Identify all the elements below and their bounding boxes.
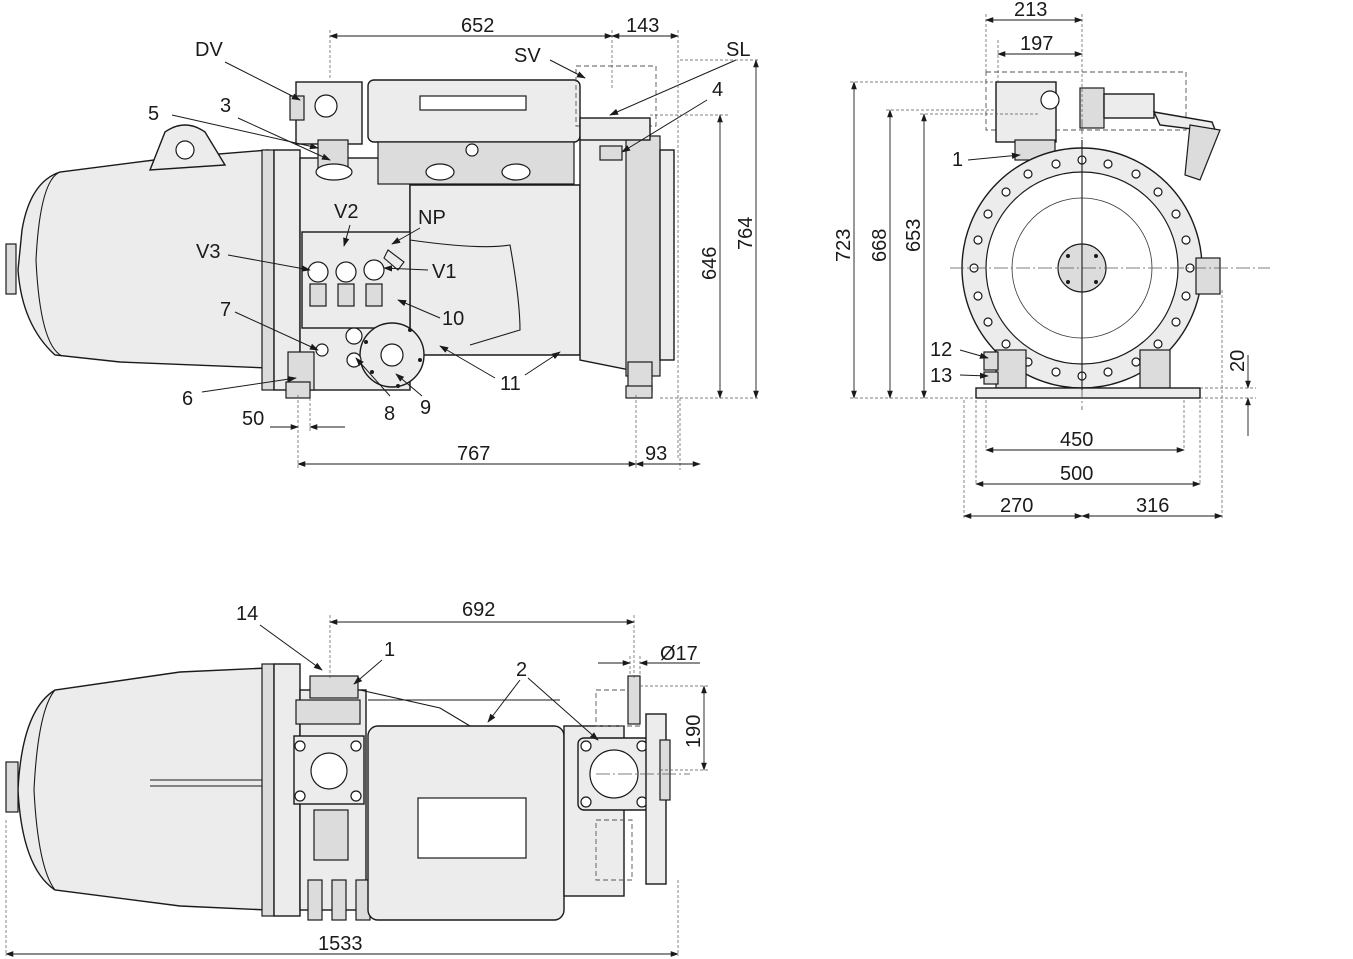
- label-v3: V3: [196, 241, 220, 263]
- dim-450: 450: [1060, 429, 1093, 451]
- side-view-dimensions: 213 197 723 668 653 20 450 500 270 316: [833, 0, 1256, 520]
- side-base: [975, 387, 1201, 399]
- label-10: 10: [442, 308, 464, 330]
- side-view-leaders: [959, 152, 1021, 379]
- dim-20: 20: [1227, 350, 1249, 372]
- dim-316: 316: [1136, 495, 1169, 517]
- dim-50: 50: [242, 408, 264, 430]
- dim-197: 197: [1020, 33, 1053, 55]
- label-11: 11: [500, 373, 521, 395]
- label-14: 14: [236, 603, 258, 625]
- front-motor-housing: [17, 149, 269, 369]
- label-sv: SV: [514, 45, 541, 67]
- side-view: [950, 71, 1270, 410]
- dim-93: 93: [645, 443, 667, 465]
- top-motor-housing: [17, 667, 269, 911]
- label-2: 2: [516, 659, 527, 681]
- flange-bolts: [969, 155, 1195, 381]
- label-v2: V2: [334, 201, 358, 223]
- front-view-labels: DV SV SL 5 3 4 V2 NP V3 V1 7 10 11 6 8 9: [148, 39, 750, 425]
- label-dv: DV: [195, 39, 223, 61]
- front-view-dimensions: 652 143 646 764 50 767 93: [242, 15, 760, 470]
- top-view-dimensions: 692 Ø17 190 1533: [5, 599, 710, 957]
- dim-500: 500: [1060, 463, 1093, 485]
- label-6: 6: [182, 388, 193, 410]
- dim-767: 767: [457, 443, 490, 465]
- side-view-labels: 1 12 13: [930, 149, 963, 387]
- label-8: 8: [384, 403, 395, 425]
- dim-270: 270: [1000, 495, 1033, 517]
- label-3: 3: [220, 95, 231, 117]
- dim-652: 652: [461, 15, 494, 37]
- dim-646: 646: [699, 247, 721, 280]
- dim-213: 213: [1014, 0, 1047, 21]
- dim-143: 143: [626, 15, 659, 37]
- label-side-1: 1: [952, 149, 963, 171]
- dim-653: 653: [903, 219, 925, 252]
- label-top-1: 1: [384, 639, 395, 661]
- dim-692: 692: [462, 599, 495, 621]
- top-view-labels: 14 1 2: [236, 603, 527, 681]
- label-v1: V1: [432, 261, 456, 283]
- front-view-leaders: [171, 59, 737, 397]
- top-view-leaders: [259, 624, 599, 741]
- label-9: 9: [420, 397, 431, 419]
- label-13: 13: [930, 365, 952, 387]
- front-view: [5, 65, 675, 399]
- dim-1533: 1533: [318, 933, 363, 955]
- label-sl: SL: [726, 39, 750, 61]
- top-view: [5, 663, 690, 921]
- label-7: 7: [220, 299, 231, 321]
- terminal-box: [367, 79, 581, 143]
- label-12: 12: [930, 339, 952, 361]
- label-np: NP: [418, 207, 446, 229]
- label-4: 4: [712, 79, 723, 101]
- dim-723: 723: [833, 229, 855, 262]
- dim-190: 190: [683, 715, 705, 748]
- label-5: 5: [148, 103, 159, 125]
- dim-diameter-17: Ø17: [660, 643, 698, 665]
- dim-668: 668: [869, 229, 891, 262]
- dim-764: 764: [735, 217, 757, 250]
